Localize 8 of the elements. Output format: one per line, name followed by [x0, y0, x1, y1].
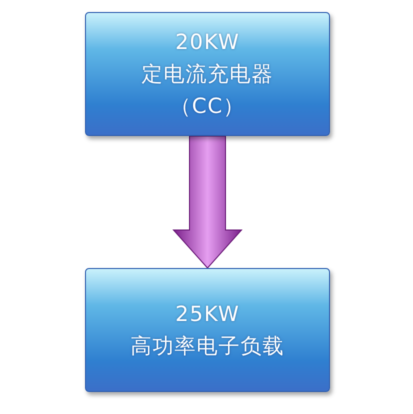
- box-label: 高功率电子负载: [130, 333, 284, 360]
- block-arrow: [172, 136, 243, 269]
- box-label: （CC）: [170, 93, 246, 120]
- box-label: 25KW: [175, 301, 240, 328]
- process-box: [85, 12, 330, 136]
- box-label: 20KW: [175, 29, 240, 56]
- process-box: [85, 268, 330, 392]
- box-label: 定电流充电器: [142, 61, 274, 88]
